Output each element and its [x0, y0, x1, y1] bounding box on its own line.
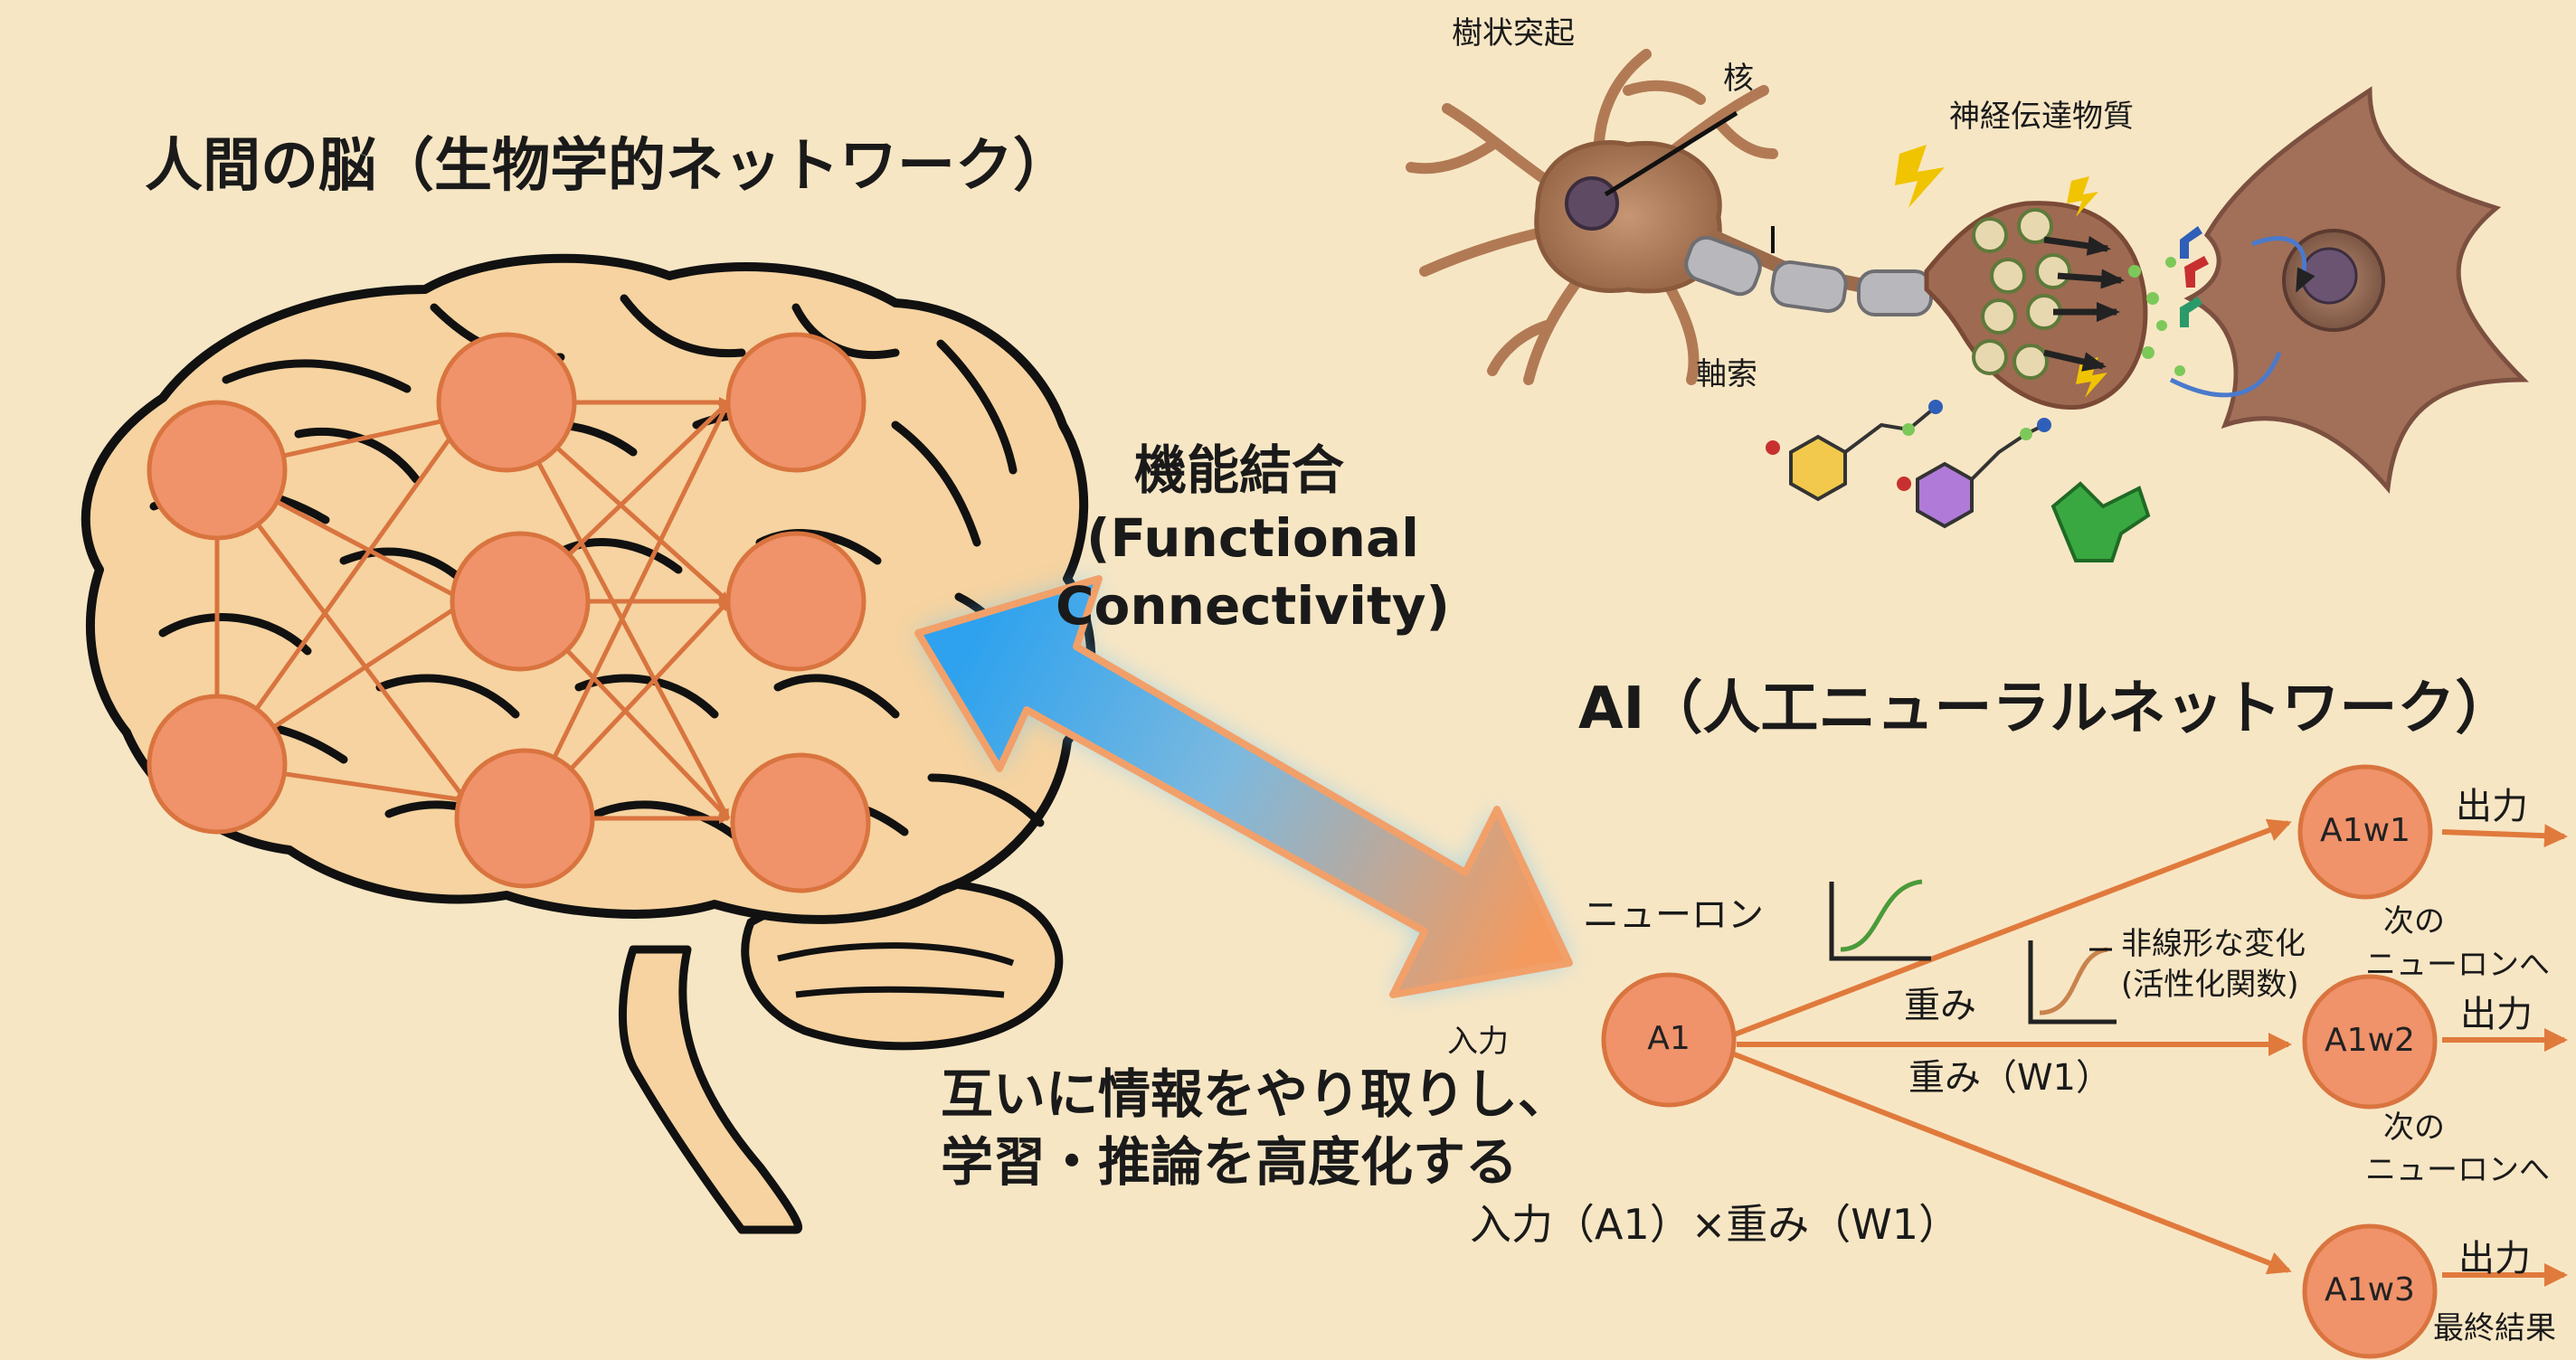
- ai-title: AI（人工ニューラルネットワーク）: [1578, 675, 2513, 742]
- nucleus-shape: [1565, 176, 1619, 231]
- nonlinear-label-1: 非線形な変化: [2121, 926, 2306, 962]
- ai-output-node-1: A1w1: [2297, 764, 2433, 900]
- connectivity-label-en-1: (Functional: [1086, 507, 1419, 569]
- brain-node: [436, 332, 577, 473]
- neuron-illustration: [1406, 49, 1973, 385]
- axon-label: 軸索: [1696, 356, 1757, 392]
- synapse-illustration: [1766, 86, 2530, 562]
- ai-output-node-3: A1w3: [2302, 1223, 2438, 1359]
- next-label-1b: ニューロンへ: [2365, 947, 2550, 983]
- brain-node: [147, 400, 288, 541]
- brain-node: [450, 531, 591, 672]
- ai-output-node-2: A1w2: [2302, 974, 2438, 1110]
- svg-text:A1w2: A1w2: [2325, 1022, 2415, 1059]
- input-label: 入力: [1447, 1024, 1509, 1060]
- exchange-text-line1: 互いに情報をやり取りし、: [941, 1063, 1570, 1125]
- brain-node: [725, 531, 867, 672]
- brain-node: [147, 694, 288, 835]
- activation-curve-icon: [2028, 940, 2117, 1025]
- next-label-2a: 次の: [2383, 1110, 2445, 1146]
- neurotransmitter-label: 神経伝達物質: [1949, 99, 2134, 135]
- nucleus-label: 核: [1723, 61, 1754, 97]
- output-label-1: 出力: [2456, 786, 2528, 827]
- brain-node: [454, 748, 595, 889]
- output-label-3: 出力: [2458, 1238, 2531, 1280]
- brain-node: [730, 752, 871, 893]
- connectivity-label-en-2: Connectivity): [1056, 575, 1450, 637]
- next-label-2b: ニューロンへ: [2365, 1152, 2550, 1188]
- neuron-label: ニューロン: [1583, 894, 1764, 936]
- activation-curve-icon: [1829, 879, 1931, 961]
- svg-text:A1: A1: [1647, 1020, 1690, 1057]
- nonlinear-label-2: (活性化関数): [2121, 967, 2299, 1003]
- final-result-label: 最終結果: [2433, 1310, 2556, 1346]
- brain-node: [725, 332, 867, 473]
- svg-text:A1w3: A1w3: [2325, 1271, 2415, 1308]
- formula-label: 入力（A1）×重み（W1）: [1470, 1200, 1960, 1249]
- exchange-text-line2: 学習・推論を高度化する: [941, 1131, 1518, 1193]
- dendrite-label: 樹状突起: [1452, 15, 1575, 52]
- ai-input-node: A1: [1601, 972, 1737, 1108]
- connectivity-label-jp: 機能結合: [1134, 439, 1344, 501]
- weight-label: 重み: [1904, 985, 1976, 1026]
- bidirectional-arrow-icon: [914, 575, 1573, 998]
- next-label-1a: 次の: [2383, 903, 2445, 940]
- ai-network-edges: [1730, 818, 2568, 1287]
- brain-title: 人間の脳（生物学的ネットワーク）: [145, 133, 1071, 200]
- weight-w1-label: 重み（W1）: [1908, 1057, 2112, 1099]
- brain-network-nodes: [147, 332, 871, 893]
- svg-text:A1w1: A1w1: [2320, 812, 2410, 849]
- output-label-2: 出力: [2460, 994, 2533, 1035]
